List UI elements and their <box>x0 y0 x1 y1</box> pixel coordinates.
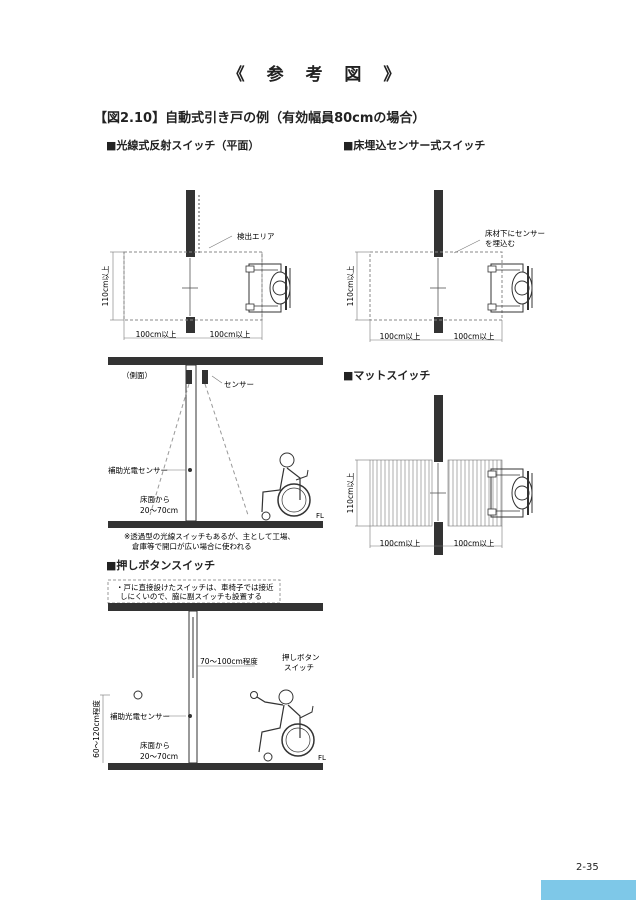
under-floor-label-line1: 床材下にセンサー <box>485 228 545 238</box>
sensor-label: センサー <box>224 380 254 389</box>
note-line2: 倉庫等で開口が広い場合に使われる <box>132 541 252 551</box>
optical-plan-diagram <box>110 190 291 340</box>
under-floor-label-line2: を埋込む <box>485 238 515 248</box>
section-mat-title: ■マットスイッチ <box>343 369 431 382</box>
section-floor-title: ■床埋込センサー式スイッチ <box>343 139 486 152</box>
floor-width-100-right-label: 100cm以上 <box>454 332 495 341</box>
section-optical-title: ■光線式反射スイッチ（平面） <box>106 139 260 152</box>
push-note-line1: ・戸に直接設けたスイッチは、車椅子では接近 <box>116 582 274 592</box>
mat-width-110-label: 110cm以上 <box>346 472 355 513</box>
width-100-right-label: 100cm以上 <box>210 330 251 339</box>
width-110-label: 110cm以上 <box>101 265 110 306</box>
aux-sensor-label: 補助光電センサー <box>108 465 168 475</box>
range-70-100-label: 70～100cm程度 <box>200 656 258 666</box>
optical-side-diagram <box>108 357 323 528</box>
reference-header: 《 参 考 図 》 <box>227 65 409 85</box>
floor-width-100-left-label: 100cm以上 <box>380 332 421 341</box>
push-button-side-diagram <box>100 579 323 770</box>
section-push-title: ■押しボタンスイッチ <box>106 559 216 572</box>
from-floor-label-line1: 床面から <box>140 494 170 504</box>
floor-sensor-plan-diagram <box>355 190 533 342</box>
from-floor-label-line2: 20～70cm <box>140 506 178 515</box>
detect-area-label: 検出エリア <box>237 231 275 241</box>
push-from-floor-line1: 床面から <box>140 740 170 750</box>
side-view-label: （側面） <box>122 370 152 380</box>
fl-label-top: FL <box>316 512 324 520</box>
note-line1: ※透過型の光線スイッチもあるが、主として工場、 <box>124 531 295 541</box>
height-60-120-label: 60～120cm程度 <box>91 700 101 758</box>
mat-width-100-right-label: 100cm以上 <box>454 539 495 548</box>
mat-switch-plan-diagram <box>355 395 533 555</box>
push-from-floor-line2: 20～70cm <box>140 752 178 761</box>
push-button-label-line1: 押しボタン <box>282 652 320 662</box>
figure-title: 【図2.10】自動式引き戸の例（有効幅員80cmの場合） <box>94 111 426 126</box>
page-accent-bar <box>541 880 636 900</box>
push-note-line2: しにくいので、脇に副スイッチも設置する <box>120 591 262 601</box>
push-aux-sensor-label: 補助光電センサー <box>110 711 170 721</box>
push-button-label-line2: スイッチ <box>284 663 314 672</box>
width-100-left-label: 100cm以上 <box>136 330 177 339</box>
mat-width-100-left-label: 100cm以上 <box>380 539 421 548</box>
page-number: 2-35 <box>576 862 599 873</box>
floor-width-110-label: 110cm以上 <box>346 265 355 306</box>
fl-label-bottom: FL <box>318 754 326 762</box>
